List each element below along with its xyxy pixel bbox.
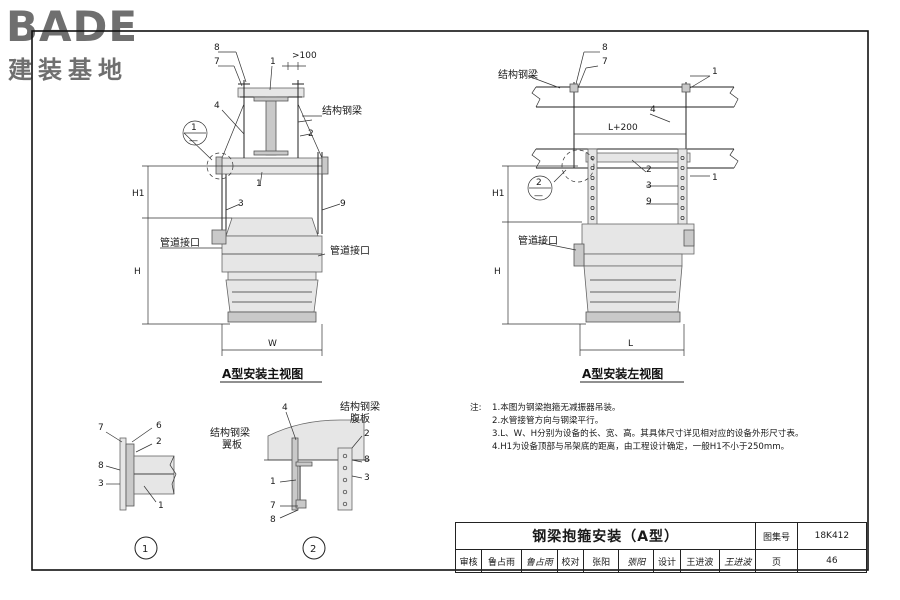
- front-part-4: 4: [214, 101, 220, 111]
- side-equipment-top: [581, 223, 695, 255]
- detail1-part-7: 7: [98, 423, 104, 433]
- sheet-border: [31, 30, 869, 571]
- detail1-part-1: 1: [158, 501, 164, 511]
- side-part-2: 2: [646, 165, 652, 175]
- detail2-part-8-bottom: 8: [270, 515, 276, 525]
- detail2-web-label2: 腹板: [350, 412, 370, 425]
- detail1-part-6: 6: [156, 421, 162, 431]
- front-equipment-top: [225, 217, 319, 237]
- design-label: 设计: [653, 549, 681, 573]
- side-view: [502, 51, 739, 356]
- logo-wordmark: BADE: [6, 2, 139, 51]
- detail1-number: 1: [142, 544, 148, 555]
- side-part-3: 3: [646, 181, 652, 191]
- side-detail-ref-num: 2: [536, 178, 542, 188]
- detail2-part-4: 4: [282, 403, 288, 413]
- front-pipe-port-left-label: 管道接口: [160, 236, 200, 249]
- front-spacing-label: >100: [292, 51, 317, 61]
- designer-signature: 王进波: [719, 549, 757, 573]
- logo-subtitle: 建装基地: [8, 56, 128, 84]
- detail2-part-1: 1: [270, 477, 276, 487]
- side-part-9: 9: [646, 197, 652, 207]
- front-dim-h: H: [134, 267, 141, 277]
- side-lower-channel: [585, 152, 691, 163]
- side-hanger-left: [587, 148, 598, 232]
- side-part-4: 4: [650, 105, 656, 115]
- side-hanger-right: [677, 148, 688, 232]
- side-structural-beam-label: 结构钢梁: [498, 68, 538, 81]
- detail-1: [105, 427, 177, 560]
- note-item-1: 1.本图为钢梁抱箍无减振器吊装。: [492, 403, 621, 413]
- front-detail-ref-num: 1: [191, 123, 197, 133]
- front-detail-ref-sheet: —: [189, 136, 198, 146]
- side-dim-h1: H1: [492, 189, 505, 199]
- reviewer-name: 鲁占雨: [481, 549, 522, 573]
- front-part-3: 3: [238, 199, 244, 209]
- notes-block: 注: 1.本图为钢梁抱箍无减振器吊装。 2.水管接管方向与钢梁平行。 3.L、W…: [470, 402, 860, 454]
- front-pipe-port-right-label: 管道接口: [330, 244, 370, 257]
- designer-name: 王进波: [679, 549, 721, 573]
- side-length-label: L+200: [608, 123, 638, 133]
- front-pipe-port-left: [211, 229, 227, 245]
- note-item-2: 2.水管接管方向与钢梁平行。: [492, 416, 604, 426]
- side-equipment-fan: [583, 265, 683, 313]
- title-block: 钢梁抱箍安装（A型） 图集号 18K412 审核 鲁占雨 鲁占雨 校对 张阳 張…: [454, 522, 868, 573]
- review-label: 审核: [454, 549, 483, 573]
- detail2-part-8-right: 8: [364, 455, 370, 465]
- side-dim-l: L: [628, 339, 633, 349]
- front-view: [142, 51, 341, 356]
- side-dim-h: H: [494, 267, 501, 277]
- front-upper-plate: [237, 87, 305, 98]
- front-part-1-low: 1: [256, 179, 262, 189]
- side-part-1-low: 1: [712, 173, 718, 183]
- side-part-1-top: 1: [712, 67, 718, 77]
- detail1-part-8: 8: [98, 461, 104, 471]
- front-dim-h1: H1: [132, 189, 145, 199]
- side-pipe-port-label: 管道接口: [518, 234, 558, 247]
- detail1-part-3: 3: [98, 479, 104, 489]
- front-part-1-top: 1: [270, 57, 276, 67]
- front-view-caption: A型安装主视图: [222, 366, 303, 381]
- note-item-4: 4.H1为设备顶部与吊架底的距离，由工程设计确定，一般H1不小于250mm。: [492, 442, 790, 452]
- note-item-3: 3.L、W、H分别为设备的长、宽、高。其具体尺寸详见相对应的设备外形尺寸表。: [492, 429, 804, 439]
- page-label: 页: [755, 549, 798, 573]
- notes-prefix: 注:: [470, 403, 482, 413]
- detail2-number: 2: [310, 544, 316, 555]
- reviewer-signature: 鲁占雨: [520, 549, 558, 573]
- checker-name: 张阳: [583, 549, 620, 573]
- drawing-title: 钢梁抱箍安装（A型）: [454, 522, 757, 550]
- detail2-part-2: 2: [364, 429, 370, 439]
- atlas-number: 18K412: [796, 522, 868, 550]
- front-part-2: 2: [308, 129, 314, 139]
- detail2-flange-label2: 翼板: [222, 438, 242, 451]
- detail2-part-7: 7: [270, 501, 276, 511]
- front-part-7: 7: [214, 57, 220, 67]
- detail-2: [264, 411, 370, 560]
- side-detail-ref-sheet: —: [534, 191, 543, 201]
- detail1-part-2: 2: [156, 437, 162, 447]
- side-part-7: 7: [602, 57, 608, 67]
- front-part-8: 8: [214, 43, 220, 53]
- front-dim-w: W: [268, 339, 277, 349]
- atlas-label: 图集号: [755, 522, 798, 550]
- front-beam-web: [265, 96, 277, 156]
- front-part-9: 9: [340, 199, 346, 209]
- side-pipe-port: [573, 243, 585, 267]
- detail2-part-3: 3: [364, 473, 370, 483]
- side-view-caption: A型安装左视图: [582, 366, 663, 381]
- front-equipment-fan: [225, 279, 319, 313]
- front-structural-beam-label: 结构钢梁: [322, 104, 362, 117]
- detail2-web-label: 结构钢梁: [340, 400, 380, 413]
- check-label: 校对: [556, 549, 585, 573]
- page-number: 46: [796, 549, 868, 573]
- checker-signature: 張阳: [618, 549, 655, 573]
- side-part-8: 8: [602, 43, 608, 53]
- detail2-flange-label: 结构钢梁: [210, 426, 250, 439]
